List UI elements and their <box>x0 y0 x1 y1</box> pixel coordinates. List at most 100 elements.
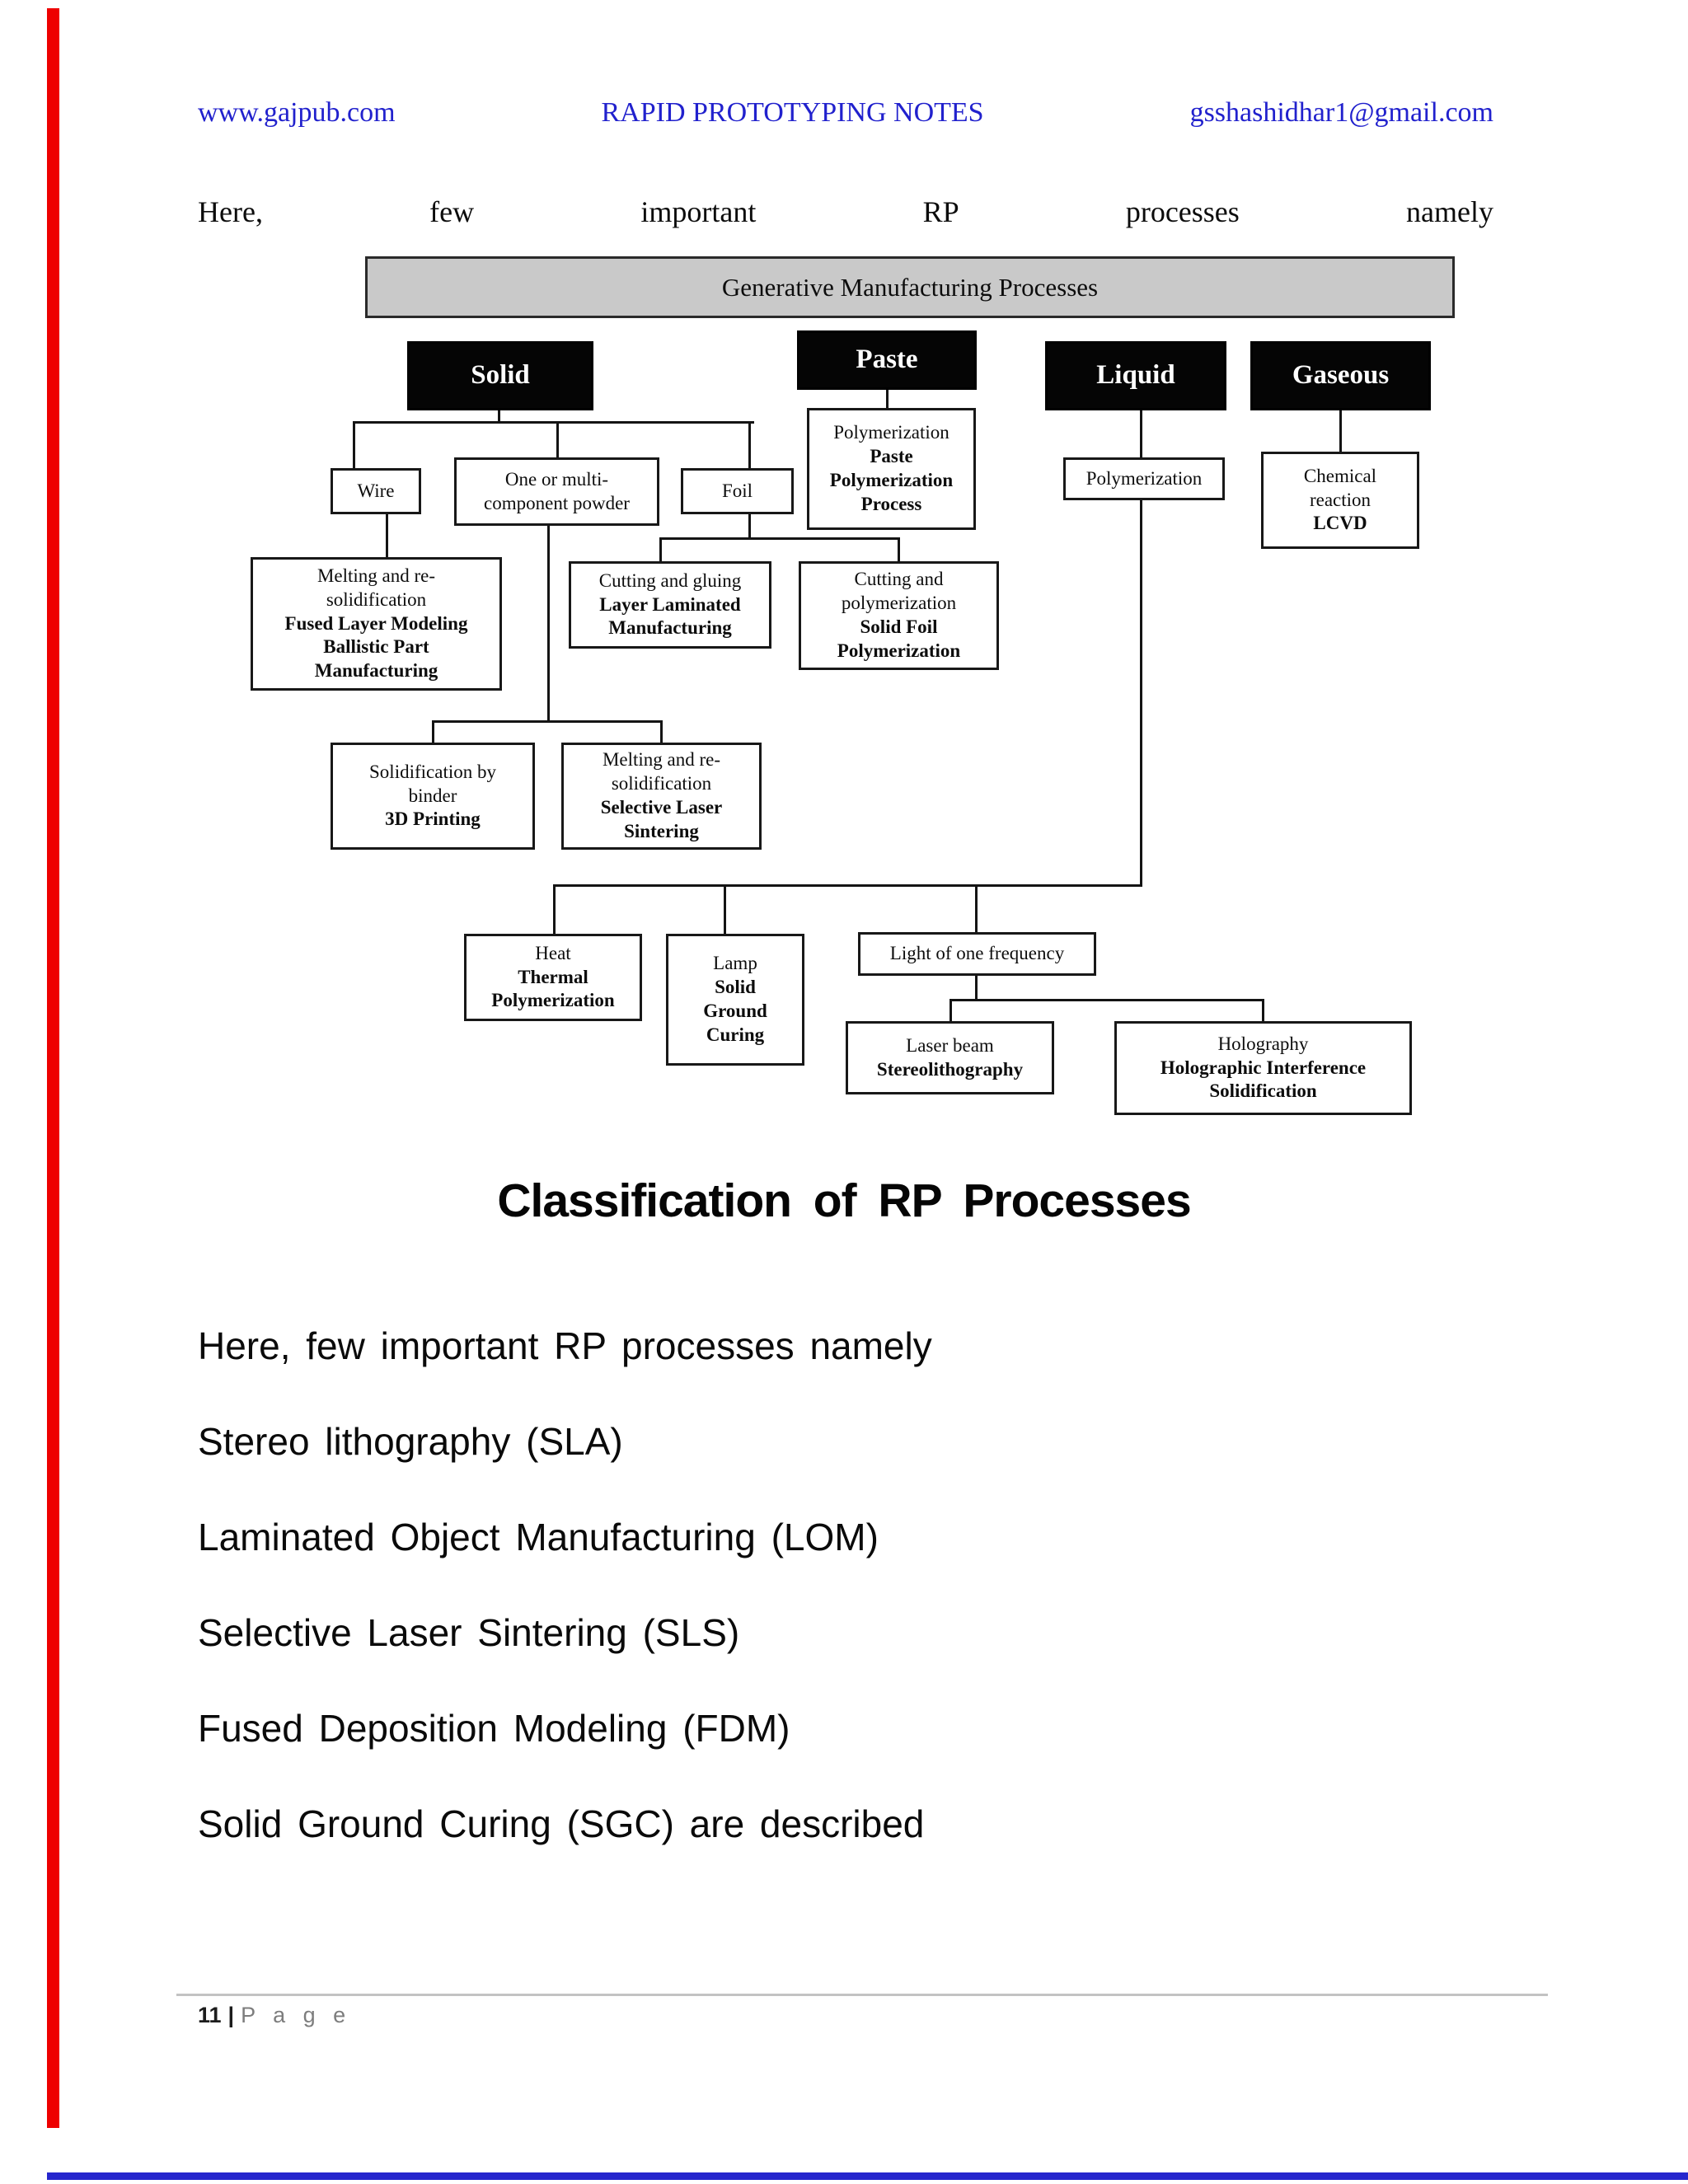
page-header: www.gajpub.com RAPID PROTOTYPING NOTES g… <box>198 97 1493 129</box>
node-label: Lamp <box>713 953 757 974</box>
header-site-url[interactable]: www.gajpub.com <box>198 97 396 128</box>
node-label: Solid <box>471 360 530 391</box>
footer-page-label: P a g e <box>241 2003 352 2027</box>
node-label: Manufacturing <box>608 617 732 639</box>
node-label: Sintering <box>624 820 699 841</box>
node-label: Light of one frequency <box>889 943 1065 964</box>
connector-line <box>659 537 900 540</box>
connector-line <box>1339 410 1342 452</box>
connector-line <box>547 526 550 723</box>
node-label: Heat <box>535 942 571 963</box>
header-doc-title: RAPID PROTOTYPING NOTES <box>601 97 984 128</box>
node-label: Fused Layer Modeling <box>284 612 468 634</box>
node-foil: Foil <box>681 468 794 514</box>
intro-word: namely <box>1406 195 1493 228</box>
connector-line <box>353 421 754 424</box>
connector-line <box>432 720 434 743</box>
node-label: Solid <box>715 977 756 998</box>
body-line: Here, few important RP processes namely <box>198 1324 932 1367</box>
connector-line <box>432 720 663 723</box>
node-light-of-one-frequency: Light of one frequency <box>858 932 1096 976</box>
node-label: solidification <box>611 773 712 794</box>
node-label: Ballistic Part <box>323 636 429 658</box>
node-label: Stereolithography <box>876 1058 1024 1080</box>
connector-line <box>886 390 889 408</box>
header-email[interactable]: gsshashidhar1@gmail.com <box>1189 97 1493 128</box>
node-label: Generative Manufacturing Processes <box>721 272 1099 302</box>
connector-line <box>1140 500 1142 886</box>
connector-line <box>748 421 751 468</box>
body-line: Stereo lithography (SLA) <box>198 1420 623 1463</box>
node-label: Solid Foil <box>860 616 938 637</box>
connector-line <box>553 884 1142 887</box>
connector-line <box>386 514 388 557</box>
connector-line <box>553 884 556 934</box>
page-number: 11 <box>198 2003 222 2027</box>
node-label: Layer Laminated <box>599 593 741 615</box>
node-label: Foil <box>721 480 753 501</box>
node-selective-laser-sintering: Melting and re- solidification Selective… <box>561 743 762 850</box>
footer-divider <box>176 1994 1548 1996</box>
node-label: Cutting and <box>854 569 944 590</box>
body-line: Selective Laser Sintering (SLS) <box>198 1611 740 1654</box>
connector-line <box>659 537 662 561</box>
intro-word: few <box>429 195 475 228</box>
node-label: Thermal <box>518 966 588 987</box>
node-label: One or multi- <box>504 468 609 490</box>
node-label: Polymerization <box>491 990 615 1011</box>
connector-line <box>498 410 500 423</box>
node-label: Curing <box>706 1024 765 1045</box>
connector-line <box>975 884 978 932</box>
connector-line <box>748 514 751 537</box>
node-label: Wire <box>357 480 395 501</box>
node-label: Polymerization <box>1085 467 1203 489</box>
connector-line <box>660 720 663 743</box>
node-solid: Solid <box>407 341 593 410</box>
node-label: Liquid <box>1096 360 1175 391</box>
left-margin-change-bar <box>47 8 59 2128</box>
node-label: Ground <box>703 1001 767 1021</box>
connector-line <box>724 884 726 934</box>
node-label: Melting and re- <box>316 565 436 586</box>
node-generative-manufacturing-processes: Generative Manufacturing Processes <box>365 256 1455 318</box>
body-line: Solid Ground Curing (SGC) are described <box>198 1802 925 1845</box>
node-label: Laser beam <box>906 1034 994 1056</box>
connector-line <box>975 976 978 999</box>
node-thermal-polymerization: Heat Thermal Polymerization <box>464 934 642 1021</box>
connector-line <box>556 421 559 457</box>
connector-line <box>950 999 952 1021</box>
node-solid-foil-polymerization: Cutting and polymerization Solid Foil Po… <box>799 561 999 670</box>
section-title: Classification of RP Processes <box>497 1174 1191 1227</box>
node-label: Selective Laser <box>600 797 723 818</box>
connector-line <box>1262 999 1264 1021</box>
node-label: binder <box>408 785 457 806</box>
node-label: polymerization <box>841 593 957 614</box>
node-label: Holography <box>1217 1033 1309 1054</box>
node-label: Solidification <box>1209 1080 1317 1102</box>
node-label: 3D Printing <box>385 808 481 830</box>
connector-line <box>1140 410 1142 457</box>
intro-word: important <box>640 195 757 228</box>
intro-word: processes <box>1125 195 1240 228</box>
node-label: Holographic Interference <box>1160 1057 1367 1078</box>
node-label: Solidification by <box>369 761 496 782</box>
footer-separator: | <box>227 2003 235 2027</box>
body-line: Fused Deposition Modeling (FDM) <box>198 1707 790 1750</box>
node-stereolithography: Laser beam Stereolithography <box>846 1021 1054 1094</box>
node-paste-polymerization: Polymerization Paste Polymerization Proc… <box>807 408 976 530</box>
page-footer: 11|P a g e <box>198 2003 351 2028</box>
node-label: Gaseous <box>1292 360 1390 391</box>
node-label: Chemical <box>1303 465 1377 486</box>
node-label: component powder <box>484 492 630 513</box>
node-holographic-interference-solidification: Holography Holographic Interference Soli… <box>1114 1021 1412 1115</box>
node-label: Paste <box>856 344 918 375</box>
node-label: Melting and re- <box>602 749 721 771</box>
node-lcvd: Chemical reaction LCVD <box>1261 452 1419 549</box>
node-gaseous: Gaseous <box>1250 341 1431 410</box>
node-label: Polymerization <box>833 422 950 443</box>
intro-sentence: Here, few important RP processes namely <box>198 194 1493 229</box>
node-label: LCVD <box>1313 513 1367 534</box>
node-label: Process <box>860 493 922 514</box>
node-wire: Wire <box>331 468 421 514</box>
